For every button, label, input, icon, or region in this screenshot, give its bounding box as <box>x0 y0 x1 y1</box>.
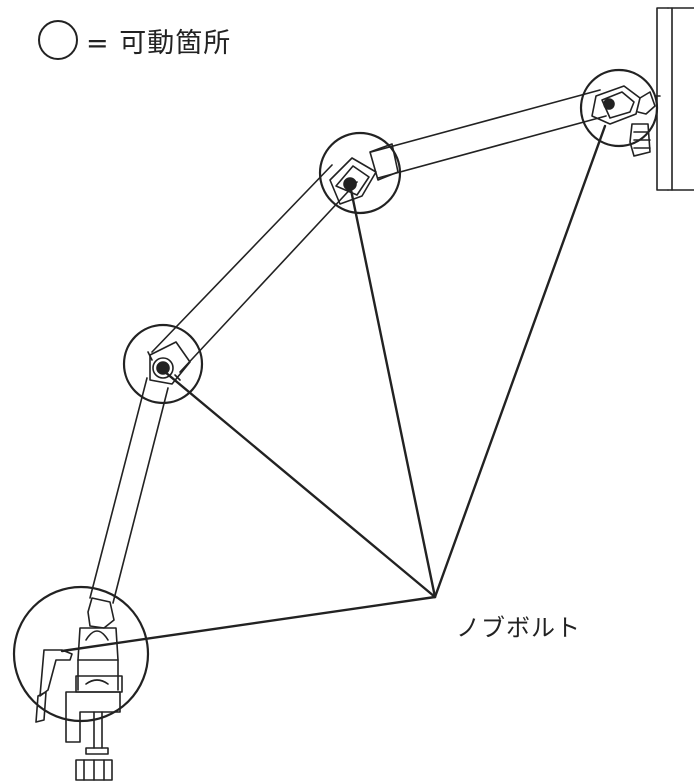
pivot-circle-head <box>579 68 659 148</box>
joint-elbow-lower <box>147 341 191 385</box>
joint-elbow-upper <box>329 143 399 205</box>
leader-line-base <box>60 595 437 653</box>
leader-line-elbow-lower <box>163 370 437 599</box>
arm-upper-segment <box>370 89 607 179</box>
base-clamp <box>65 597 123 781</box>
leader-lines <box>60 124 607 653</box>
pivot-circle-elbow-upper <box>318 131 402 215</box>
pivot-circle-base <box>12 585 150 723</box>
monitor-bracket <box>654 7 694 191</box>
legend: = 可動箇所 <box>38 18 231 62</box>
joint-head <box>591 85 656 157</box>
legend-text: = 可動箇所 <box>86 27 232 59</box>
pivot-circle-elbow-lower <box>122 323 204 405</box>
leader-line-elbow-upper <box>348 183 437 599</box>
knob-bolt-label: ノブボルト <box>456 614 581 642</box>
pivot-symbol-icon <box>38 20 78 60</box>
leader-line-head <box>433 124 607 599</box>
pivot-circles <box>12 68 659 723</box>
arm-middle-segment <box>151 164 358 373</box>
base-lever <box>35 649 73 723</box>
arm-lower-segment <box>89 377 169 604</box>
